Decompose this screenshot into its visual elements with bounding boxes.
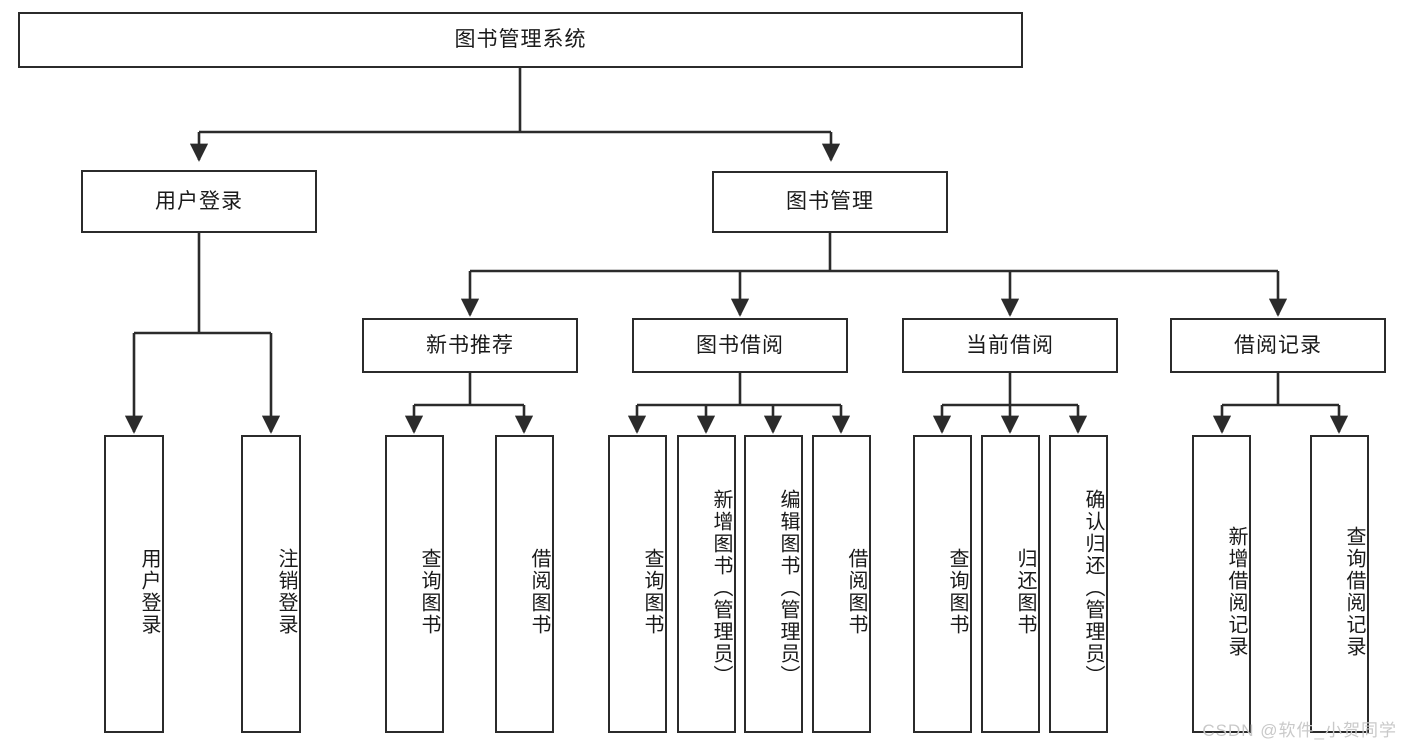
node-leaf-user-login-label: 用户登录 <box>138 548 160 636</box>
node-leaf-add-record[interactable]: 新增借阅记录 <box>1192 435 1251 733</box>
node-root-label: 图书管理系统 <box>454 28 587 52</box>
node-leaf-borrow-book-2[interactable]: 借阅图书 <box>812 435 871 733</box>
node-user-login[interactable]: 用户登录 <box>81 170 317 233</box>
node-leaf-query-record-label: 查询借阅记录 <box>1343 526 1365 658</box>
node-leaf-edit-book[interactable]: 编辑图书（管理员） <box>744 435 803 733</box>
node-book-manage[interactable]: 图书管理 <box>712 171 948 233</box>
node-leaf-add-record-label: 新增借阅记录 <box>1225 526 1247 658</box>
node-leaf-borrow-book-2-label: 借阅图书 <box>845 548 867 636</box>
node-leaf-query-book-1-label: 查询图书 <box>418 548 440 636</box>
node-borrow-record[interactable]: 借阅记录 <box>1170 318 1386 373</box>
node-leaf-query-book-2[interactable]: 查询图书 <box>608 435 667 733</box>
node-leaf-user-login[interactable]: 用户登录 <box>104 435 164 733</box>
node-leaf-confirm-return[interactable]: 确认归还（管理员） <box>1049 435 1108 733</box>
node-current-borrow-label: 当前借阅 <box>966 333 1054 357</box>
node-leaf-borrow-book-1-label: 借阅图书 <box>528 548 550 636</box>
node-leaf-user-logout-label: 注销登录 <box>275 548 297 636</box>
node-leaf-query-book-3[interactable]: 查询图书 <box>913 435 972 733</box>
node-leaf-confirm-return-label: 确认归还（管理员） <box>1082 489 1104 687</box>
node-leaf-add-book[interactable]: 新增图书（管理员） <box>677 435 736 733</box>
node-leaf-borrow-book-1[interactable]: 借阅图书 <box>495 435 554 733</box>
node-new-book-recommend[interactable]: 新书推荐 <box>362 318 578 373</box>
node-leaf-return-book[interactable]: 归还图书 <box>981 435 1040 733</box>
node-borrow-record-label: 借阅记录 <box>1234 333 1322 357</box>
node-book-borrow[interactable]: 图书借阅 <box>632 318 848 373</box>
node-leaf-edit-book-label: 编辑图书（管理员） <box>777 489 799 687</box>
node-book-borrow-label: 图书借阅 <box>696 333 784 357</box>
node-leaf-query-book-1[interactable]: 查询图书 <box>385 435 444 733</box>
node-leaf-return-book-label: 归还图书 <box>1014 548 1036 636</box>
node-current-borrow[interactable]: 当前借阅 <box>902 318 1118 373</box>
node-leaf-add-book-label: 新增图书（管理员） <box>710 489 732 687</box>
node-new-book-recommend-label: 新书推荐 <box>426 333 514 357</box>
watermark-text: CSDN @软件_小贺同学 <box>1202 721 1397 740</box>
node-root[interactable]: 图书管理系统 <box>18 12 1023 68</box>
node-leaf-query-book-3-label: 查询图书 <box>946 548 968 636</box>
node-user-login-label: 用户登录 <box>155 189 243 213</box>
node-leaf-query-record[interactable]: 查询借阅记录 <box>1310 435 1369 733</box>
node-leaf-query-book-2-label: 查询图书 <box>641 548 663 636</box>
node-leaf-user-logout[interactable]: 注销登录 <box>241 435 301 733</box>
node-book-manage-label: 图书管理 <box>786 190 874 214</box>
